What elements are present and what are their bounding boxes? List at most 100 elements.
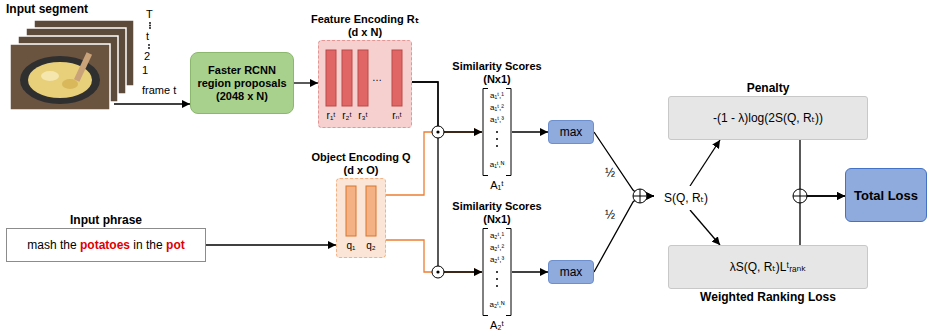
ellipsis-dot: [148, 47, 150, 49]
operator-circle: [633, 189, 647, 203]
frame-label: frame t: [142, 84, 176, 96]
score-entry: a₁ᵗ,²: [482, 103, 512, 113]
frame-index: t: [146, 30, 149, 42]
heading-block: Feature Encoding Rₜ(d x N): [311, 13, 419, 39]
connector-arrow: [594, 132, 654, 196]
body-text: max: [553, 125, 589, 139]
encoding-bars: [336, 178, 386, 258]
connector-arrow: [412, 82, 482, 132]
score-entry: a₂ᵗ,²: [482, 243, 512, 253]
connector-arrow: [512, 271, 548, 272]
connector-arrow: [800, 140, 845, 196]
ellipsis-dot: [496, 138, 498, 140]
frame-photo: [10, 44, 110, 110]
score-entry: a₁ᵗ,¹: [482, 91, 512, 101]
penalty-box: Penalty-(1 - λ)log(2S(Q, Rₜ)): [668, 96, 868, 140]
body-block: max: [549, 262, 593, 282]
body-block: Total Loss: [846, 185, 926, 206]
ellipsis-dot: [149, 22, 151, 24]
sum-symbol: [633, 189, 647, 203]
body-text: -(1 - λ)log(2S(Q, Rₜ)): [673, 111, 863, 125]
score-node: S(Q, Rₜ): [654, 186, 718, 210]
body-text: λS(Q, Rₜ)Lᵗᵣₐₙₖ: [673, 260, 863, 274]
heading-text: Input phrase: [70, 214, 142, 227]
ellipsis-dot: [496, 145, 498, 147]
input-phrase-box: Input phrasemash the potatoes in the pot: [6, 228, 206, 262]
highlighted-word: potatoes: [80, 238, 130, 252]
connector-arrow: [206, 244, 336, 245]
heading-text: Penalty: [747, 82, 790, 95]
ellipsis-dot: [496, 271, 498, 273]
feature-vector-bar: [346, 186, 356, 236]
caption-text: Weighted Ranking Loss: [700, 290, 836, 304]
frame-index: 1: [142, 64, 148, 76]
feature-vector-bar: [366, 186, 376, 236]
connector-arrow: [594, 196, 654, 272]
heading-text: Similarity Scores: [452, 60, 541, 73]
max-box: max: [548, 120, 594, 144]
ellipsis-dot: [149, 25, 151, 27]
body-block: S(Q, Rₜ): [654, 188, 718, 208]
video-frame: [10, 44, 110, 110]
heading-text: (d x N): [311, 26, 419, 39]
connector-arrow: [412, 82, 482, 272]
operator-circle: [432, 266, 444, 278]
section-heading: Input segment: [6, 3, 88, 15]
dot-product-symbol: [432, 266, 444, 278]
word: in: [133, 238, 142, 252]
operator-plus: [633, 189, 647, 203]
process-box: Faster RCNN region proposals (2048 x N): [190, 52, 294, 114]
heading-text: Object Encoding Q: [311, 151, 410, 164]
heading-block: Penalty: [747, 82, 790, 95]
heading-text: (Nx1): [452, 213, 541, 226]
region-vector-label: r₂ᵗ: [342, 110, 351, 122]
potato: [41, 71, 59, 81]
ellipsis: …: [372, 72, 382, 84]
highlighted-word: pot: [166, 238, 185, 252]
word: the: [146, 238, 163, 252]
max-box: max: [548, 260, 594, 284]
ellipsis-dot: [496, 131, 498, 133]
body-block: mash the potatoes in the pot: [7, 235, 205, 255]
ranking-loss-box: Weighted Ranking LossλS(Q, Rₜ)Lᵗᵣₐₙₖ: [668, 245, 868, 289]
ellipsis-dot: [149, 27, 151, 29]
operator-circle: [432, 126, 444, 138]
body-text: max: [553, 265, 589, 279]
operator-plus: [793, 189, 807, 203]
connector-arrow: [386, 132, 482, 195]
object-vector-label: q₁: [347, 240, 356, 252]
object-encoding-box: Object Encoding Q(d x O): [336, 178, 386, 258]
potato: [62, 79, 78, 89]
score-vector: Similarity Scores(Nx1)A₂ᵗa₂ᵗ,¹a₂ᵗ,²a₂ᵗ,³…: [482, 228, 512, 316]
connector-arrow: [690, 210, 720, 245]
body-text: S(Q, Rₜ): [658, 191, 714, 205]
ellipsis-dot: [496, 278, 498, 280]
sum-symbol: [793, 189, 807, 203]
heading-text: (d x O): [311, 164, 410, 177]
body-text: Total Loss: [850, 188, 922, 203]
body-text: Faster RCNN region proposals (2048 x N): [195, 64, 289, 103]
body-block: -(1 - λ)log(2S(Q, Rₜ)): [669, 108, 867, 128]
heading-text: Feature Encoding Rₜ: [311, 13, 419, 26]
dot-product-symbol: [432, 126, 444, 138]
edge-weight: ½: [604, 166, 616, 180]
connector-arrow: [800, 196, 845, 245]
frame-arrow: [114, 103, 190, 104]
score-entry: a₂ᵗ,³: [482, 255, 512, 265]
feature-vector-bar: [392, 50, 402, 106]
score-entry: a₁ᵗ,ᴺ: [482, 160, 512, 170]
word: the: [60, 238, 77, 252]
body-text: mash the potatoes in the pot: [11, 238, 201, 252]
bracket-line: [483, 89, 511, 176]
body-block: λS(Q, Rₜ)Lᵗᵣₐₙₖ: [669, 257, 867, 277]
frame-index: 2: [144, 50, 150, 62]
operator-dot: [436, 270, 439, 273]
connector-arrow: [690, 140, 720, 186]
masher: [74, 52, 92, 82]
ellipsis-dot: [496, 285, 498, 287]
score-vector: Similarity Scores(Nx1)A₁ᵗa₁ᵗ,¹a₁ᵗ,²a₁ᵗ,³…: [482, 88, 512, 176]
total-loss-box: Total Loss: [845, 168, 927, 222]
score-entry: a₁ᵗ,³: [482, 115, 512, 125]
